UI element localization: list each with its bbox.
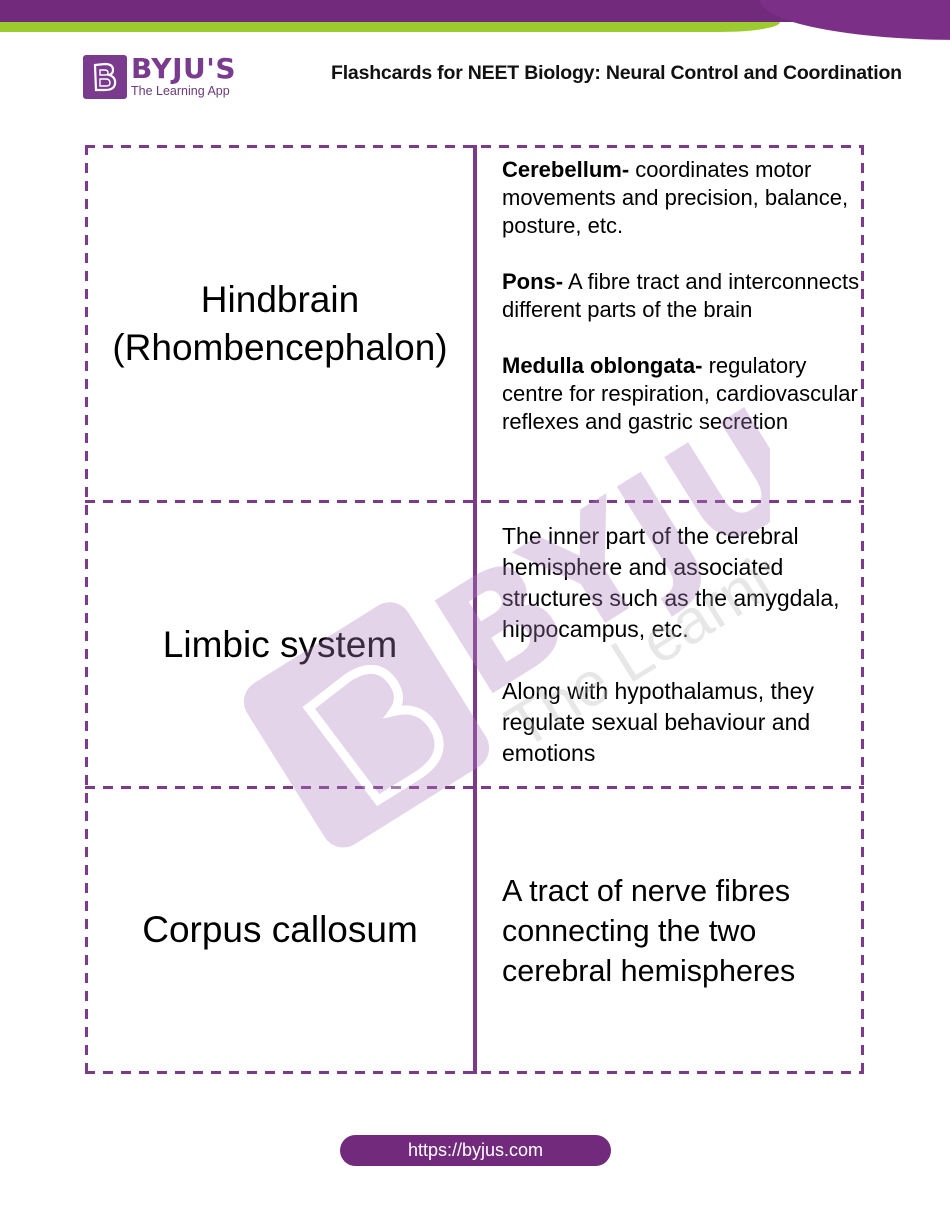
term-text: Corpus callosum bbox=[142, 909, 418, 950]
flashcard-table: Hindbrain (Rhombencephalon) Cerebellum- … bbox=[85, 145, 864, 1074]
definition-medulla: Medulla oblongata- regulatory centre for… bbox=[502, 352, 862, 436]
term-text: Limbic system bbox=[162, 623, 398, 665]
definition-text: regulatory centre for respiration, cardi… bbox=[502, 353, 858, 434]
brand-name: BYJU'S bbox=[131, 52, 236, 85]
definition-pons: Pons- A fibre tract and interconnects di… bbox=[502, 268, 862, 324]
flashcard-term-hindbrain: Hindbrain (Rhombencephalon) bbox=[85, 148, 475, 500]
byjus-logo: BYJU'S The Learning App bbox=[83, 55, 236, 99]
definition-text: A tract of nerve fibres connecting the t… bbox=[502, 874, 796, 988]
header-band-purple bbox=[0, 0, 950, 22]
definition-term: Pons- bbox=[502, 269, 564, 294]
table-border-left bbox=[85, 145, 88, 1074]
header-band-green bbox=[0, 22, 780, 32]
definition-term: Medulla oblongata- bbox=[502, 353, 703, 378]
table-border-right bbox=[861, 145, 864, 1074]
flashcard-term-limbic: Limbic system bbox=[85, 503, 475, 786]
footer-url-link[interactable]: https://byjus.com bbox=[340, 1135, 611, 1166]
flashcard-definition-limbic: The inner part of the cerebral hemispher… bbox=[502, 521, 862, 769]
header-band-curve bbox=[760, 0, 950, 40]
definition-text: coordinates motor movements and precisio… bbox=[502, 157, 849, 238]
term-line: Hindbrain bbox=[200, 279, 360, 320]
byjus-b-icon bbox=[83, 55, 127, 99]
definition-term: Cerebellum- bbox=[502, 157, 630, 182]
definition-paragraph: The inner part of the cerebral hemispher… bbox=[502, 523, 840, 642]
column-divider bbox=[473, 145, 477, 1074]
definition-text: A fibre tract and interconnects differen… bbox=[502, 269, 860, 322]
definition-cerebellum: Cerebellum- coordinates motor movements … bbox=[502, 156, 862, 240]
flashcard-term-corpus-callosum: Corpus callosum bbox=[85, 789, 475, 1071]
page-title: Flashcards for NEET Biology: Neural Cont… bbox=[331, 62, 902, 84]
term-line: (Rhombencephalon) bbox=[112, 327, 448, 368]
flashcard-definition-corpus-callosum: A tract of nerve fibres connecting the t… bbox=[502, 871, 862, 991]
flashcard-definition-hindbrain: Cerebellum- coordinates motor movements … bbox=[502, 156, 862, 436]
brand-tagline: The Learning App bbox=[131, 84, 230, 98]
definition-paragraph: Along with hypothalamus, they regulate s… bbox=[502, 678, 814, 766]
